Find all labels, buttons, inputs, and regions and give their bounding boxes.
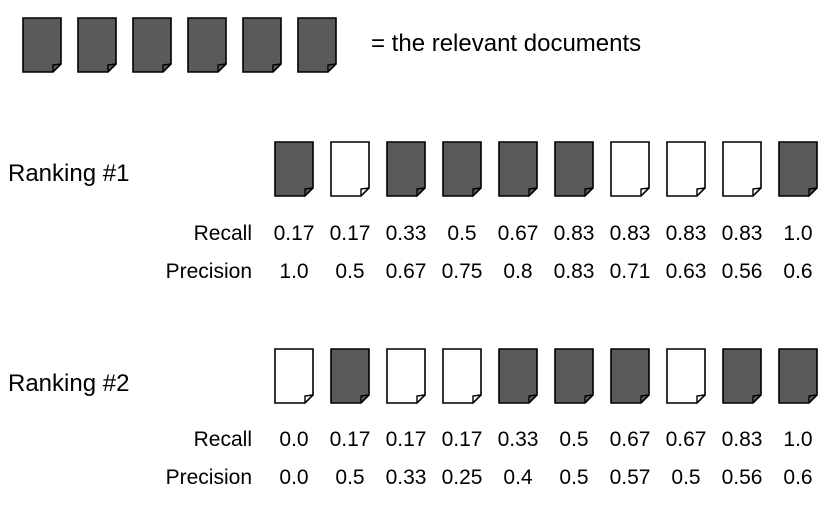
recall-value: 1.0: [783, 428, 813, 451]
recall-value: 0.17: [273, 222, 315, 245]
relevant-document-icon: [22, 17, 62, 73]
nonrelevant-document-icon: [274, 348, 314, 404]
precision-value: 0.4: [503, 466, 533, 489]
precision-value: 0.5: [335, 466, 365, 489]
relevant-document-icon: [274, 141, 314, 197]
ranking-1-title: Ranking #1: [8, 160, 130, 187]
nonrelevant-document-icon: [386, 348, 426, 404]
ranking-2-precision-label: Precision: [165, 466, 252, 489]
recall-value: 0.17: [441, 428, 483, 451]
relevant-document-icon: [77, 17, 117, 73]
nonrelevant-document-icon: [722, 141, 762, 197]
recall-value: 1.0: [783, 222, 813, 245]
relevant-document-icon: [330, 348, 370, 404]
precision-value: 0.5: [335, 260, 365, 283]
precision-value: 0.56: [721, 260, 763, 283]
precision-value: 0.6: [783, 466, 813, 489]
relevant-document-icon: [386, 141, 426, 197]
recall-value: 0.67: [497, 222, 539, 245]
relevant-document-icon: [778, 141, 818, 197]
ranking-2-title: Ranking #2: [8, 370, 130, 397]
relevant-document-icon: [442, 141, 482, 197]
nonrelevant-document-icon: [442, 348, 482, 404]
precision-value: 0.5: [559, 466, 589, 489]
relevant-document-icon: [554, 348, 594, 404]
relevant-document-icon: [722, 348, 762, 404]
recall-value: 0.33: [497, 428, 539, 451]
recall-value: 0.0: [279, 428, 309, 451]
relevant-document-icon: [498, 141, 538, 197]
recall-value: 0.17: [385, 428, 427, 451]
precision-value: 0.8: [503, 260, 533, 283]
relevant-document-icon: [132, 17, 172, 73]
relevant-document-icon: [242, 17, 282, 73]
relevant-document-icon: [187, 17, 227, 73]
recall-value: 0.33: [385, 222, 427, 245]
nonrelevant-document-icon: [666, 141, 706, 197]
legend-text: = the relevant documents: [371, 30, 642, 57]
recall-value: 0.5: [447, 222, 477, 245]
recall-value: 0.83: [553, 222, 595, 245]
recall-value: 0.17: [329, 222, 371, 245]
precision-value: 0.75: [441, 260, 483, 283]
precision-value: 0.57: [609, 466, 651, 489]
precision-value: 0.33: [385, 466, 427, 489]
precision-value: 0.71: [609, 260, 651, 283]
relevant-document-icon: [610, 348, 650, 404]
recall-value: 0.67: [609, 428, 651, 451]
recall-value: 0.5: [559, 428, 589, 451]
ranking-1-recall-label: Recall: [193, 222, 252, 245]
relevant-document-icon: [778, 348, 818, 404]
precision-value: 0.0: [279, 466, 309, 489]
precision-value: 0.67: [385, 260, 427, 283]
recall-value: 0.83: [609, 222, 651, 245]
ranking-2-recall-label: Recall: [193, 428, 252, 451]
nonrelevant-document-icon: [610, 141, 650, 197]
nonrelevant-document-icon: [330, 141, 370, 197]
nonrelevant-document-icon: [666, 348, 706, 404]
precision-value: 0.63: [665, 260, 707, 283]
precision-value: 0.25: [441, 466, 483, 489]
relevant-document-icon: [554, 141, 594, 197]
precision-value: 1.0: [279, 260, 309, 283]
relevant-document-icon: [297, 17, 337, 73]
precision-value: 0.5: [671, 466, 701, 489]
recall-value: 0.17: [329, 428, 371, 451]
precision-value: 0.56: [721, 466, 763, 489]
precision-value: 0.6: [783, 260, 813, 283]
ranking-1-precision-label: Precision: [165, 260, 252, 283]
precision-value: 0.83: [553, 260, 595, 283]
recall-value: 0.83: [721, 428, 763, 451]
recall-value: 0.83: [665, 222, 707, 245]
relevant-document-icon: [498, 348, 538, 404]
recall-value: 0.67: [665, 428, 707, 451]
recall-value: 0.83: [721, 222, 763, 245]
